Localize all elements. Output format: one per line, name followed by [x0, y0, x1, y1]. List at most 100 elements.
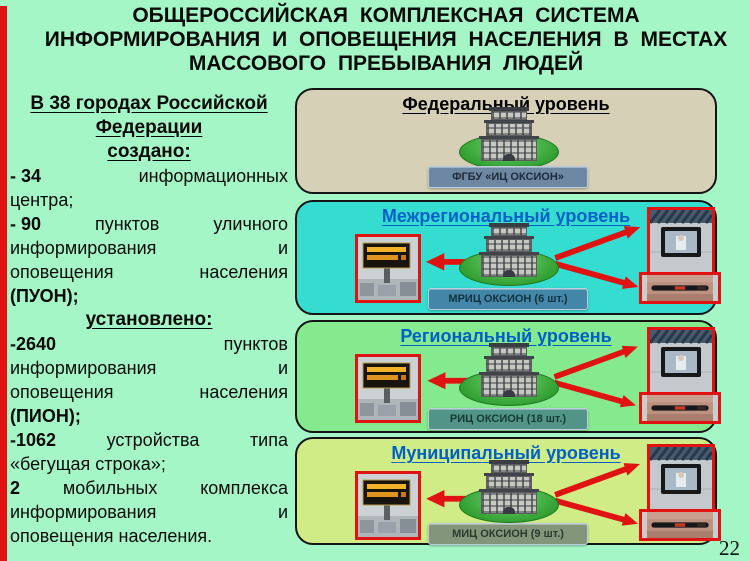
building-door: [503, 507, 515, 514]
left-text-word: оповещения: [10, 382, 114, 402]
center-building-graphic: [459, 342, 559, 406]
ticker-display-photo: [639, 509, 721, 541]
left-text-word: - 34: [10, 166, 42, 186]
page-number: 22: [719, 536, 740, 560]
left-text-word: оповещения: [10, 262, 114, 282]
center-label-interregional: МРИЦ ОКСИОН (6 шт.): [428, 288, 588, 310]
building-tier: [481, 375, 537, 397]
building-door: [503, 154, 515, 161]
left-text-word: типа: [249, 430, 288, 450]
left-text-line: оповещения населения: [10, 260, 288, 284]
left-text-word: и: [277, 238, 288, 258]
building-tier: [481, 492, 537, 514]
title-line-1: ОБЩЕРОССИЙСКАЯ КОМПЛЕКСНАЯ СИСТЕМА: [132, 4, 640, 27]
left-text-word: мобильных: [62, 478, 158, 498]
building-door: [503, 270, 515, 277]
left-text-line: -2640 пунктов: [10, 332, 288, 356]
left-text-word: и: [277, 358, 288, 378]
level-panel-municipal: Муниципальный уровень: [295, 437, 721, 545]
center-label-municipal: МИЦ ОКСИОН (9 шт.): [428, 523, 588, 545]
level-panel-regional: Региональный уровень: [295, 320, 721, 433]
left-text-word: информирования: [10, 238, 157, 258]
left-text-line: оповещения населения.: [10, 526, 213, 546]
building-tier: [486, 359, 532, 372]
left-text-line: центра;: [10, 190, 74, 210]
left-text-word: информационных: [138, 166, 288, 186]
building-tier: [486, 239, 532, 252]
slide-title: ОБЩЕРОССИЙСКАЯ КОМПЛЕКСНАЯ СИСТЕМА ИНФОР…: [30, 4, 742, 76]
left-text-word: и: [277, 502, 288, 522]
left-text-line: оповещения населения: [10, 380, 288, 404]
left-text-word: -2640: [10, 334, 57, 354]
indoor-screen-photo: [647, 207, 715, 275]
building-cornice: [484, 473, 534, 476]
street-billboard-photo: [355, 234, 421, 303]
street-billboard-photo: [355, 354, 421, 423]
left-text-word: пунктов: [223, 334, 288, 354]
building-cornice: [479, 489, 539, 492]
left-text-word: населения: [199, 262, 288, 282]
left-text-word: 2: [10, 478, 21, 498]
left-text-line: Федерации: [95, 117, 203, 138]
left-text-line: (ПУОН);: [10, 286, 79, 306]
building-tier: [491, 111, 527, 120]
indoor-screen-photo: [647, 327, 715, 395]
level-panel-federal: Федеральный уровень ФГБУ «ИЦ ОКСИОН»: [295, 88, 717, 194]
building-roof: [489, 223, 529, 227]
left-text-word: информирования: [10, 358, 157, 378]
left-text-line: - 34 информационных: [10, 164, 288, 188]
left-text-line: «бегущая строка»;: [10, 454, 166, 474]
center-building-graphic: [459, 222, 559, 286]
title-line-3: МАССОВОГО ПРЕБЫВАНИЯ ЛЮДЕЙ: [188, 52, 584, 75]
street-billboard-photo: [355, 471, 421, 540]
building-door: [503, 390, 515, 397]
left-text-word: -1062: [10, 430, 57, 450]
building-roof: [489, 460, 529, 464]
building-tier: [491, 464, 527, 473]
left-text-line: информирования и: [10, 500, 288, 524]
building-tier: [481, 255, 537, 277]
level-title-interregional: Межрегиональный уровень: [381, 206, 631, 226]
left-text-line: - 90 пунктов уличного: [10, 212, 288, 236]
title-line-2: ИНФОРМИРОВАНИЯ И ОПОВЕЩЕНИЯ НАСЕЛЕНИЯ В …: [44, 28, 728, 51]
level-title-regional: Региональный уровень: [400, 326, 612, 346]
level-title-municipal: Муниципальный уровень: [391, 443, 621, 463]
left-text-line: установлено:: [85, 309, 213, 330]
building-cornice: [484, 236, 534, 239]
left-text-line: информирования и: [10, 236, 288, 260]
level-panel-interregional: Межрегиональный уровень: [295, 200, 721, 315]
ticker-display-photo: [639, 272, 721, 304]
center-label-regional: РИЦ ОКСИОН (18 шт.): [428, 408, 588, 430]
left-text-line: 2 мобильных комплекса: [10, 476, 288, 500]
building-tier: [486, 476, 532, 489]
left-text-word: населения: [199, 382, 288, 402]
building-cornice: [479, 252, 539, 255]
left-red-border: [0, 6, 7, 561]
center-building-graphic: [459, 459, 559, 523]
ticker-display-photo: [639, 392, 721, 424]
level-title-federal: Федеральный уровень: [402, 94, 610, 114]
building-tier: [491, 227, 527, 236]
building-roof: [489, 343, 529, 347]
building-tier: [491, 347, 527, 356]
left-text-word: пунктов: [94, 214, 160, 234]
building-tier: [486, 123, 532, 136]
left-text-line: создано:: [107, 141, 191, 162]
building-cornice: [484, 356, 534, 359]
left-text-line: (ПИОН);: [10, 406, 81, 426]
left-text-word: комплекса: [200, 478, 288, 498]
building-cornice: [479, 136, 539, 139]
building-roof: [489, 107, 529, 111]
left-text-word: информирования: [10, 502, 157, 522]
building-cornice: [479, 372, 539, 375]
left-text-line: -1062 устройства типа: [10, 428, 288, 452]
left-text-word: - 90: [10, 214, 42, 234]
distribution-arrows: [426, 463, 640, 526]
left-text-word: устройства: [106, 430, 200, 450]
left-text-line: информирования и: [10, 356, 288, 380]
center-building-graphic: [459, 106, 559, 170]
left-text-line: В 38 городах Российской: [30, 93, 268, 114]
left-text-word: уличного: [213, 214, 288, 234]
